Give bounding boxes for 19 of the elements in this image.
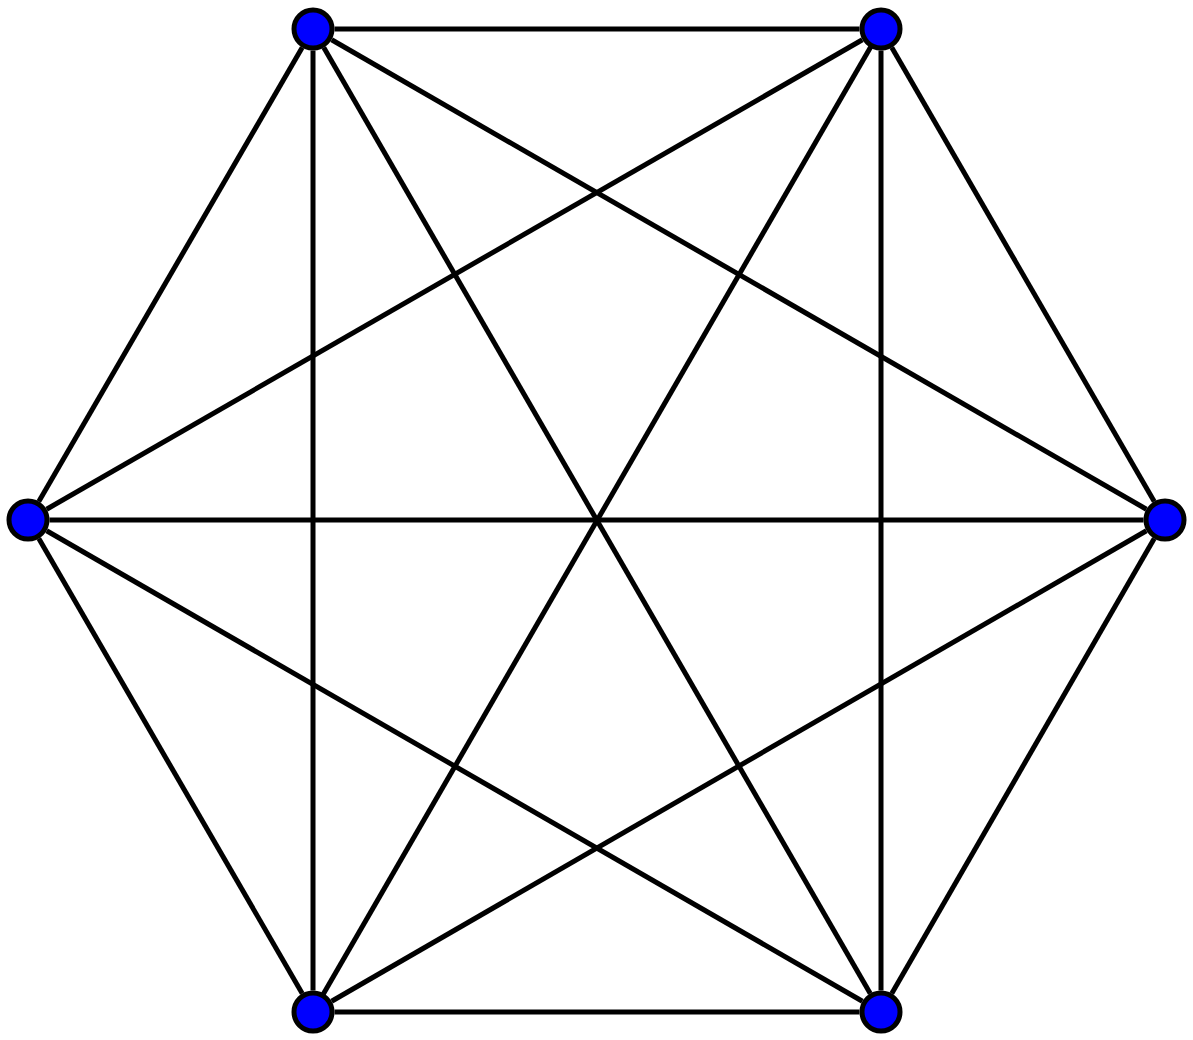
- edge-line: [36, 46, 305, 503]
- edge-line: [36, 537, 305, 995]
- vertex-circle: [859, 990, 903, 1034]
- vertex-circle: [291, 7, 335, 51]
- edge-line: [889, 537, 1157, 995]
- vertex-circle: [6, 498, 50, 542]
- edge-line: [45, 528, 864, 1004]
- edge-line: [334, 1009, 860, 1015]
- edge-line: [45, 37, 864, 512]
- edge-line: [49, 517, 1144, 523]
- edge-line: [330, 528, 1148, 1004]
- vertex-circle: [291, 990, 335, 1034]
- vertex-circle: [859, 7, 903, 51]
- vertex-circle: [1143, 498, 1187, 542]
- edge-line: [878, 50, 884, 991]
- edge-line: [334, 26, 860, 32]
- edge-line: [889, 46, 1157, 503]
- edge-line: [330, 37, 1148, 512]
- edge-line: [310, 50, 316, 991]
